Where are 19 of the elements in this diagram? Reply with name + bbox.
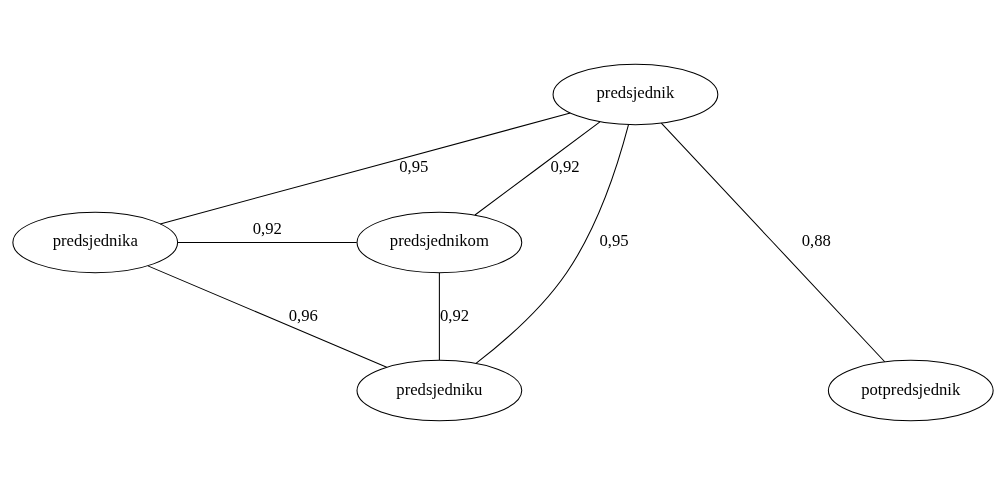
connector — [474, 120, 601, 215]
connector — [177, 241, 358, 243]
node-ellipse: predsjednik — [552, 63, 719, 125]
edge-label: 0,92 — [550, 156, 580, 176]
edge-label: 0,95 — [399, 156, 429, 176]
connector — [159, 112, 571, 224]
edge-label: 0,96 — [288, 305, 318, 325]
node-ellipse: predsjednikom — [356, 211, 523, 273]
connector — [660, 122, 886, 362]
edge-label: 0,92 — [439, 305, 470, 325]
edge-label: 0,88 — [801, 230, 831, 250]
edge-label: 0,92 — [252, 218, 282, 238]
connector — [475, 123, 630, 364]
node-ellipse: potpredsjednik — [827, 359, 994, 421]
node-ellipse: predsjedniku — [356, 359, 523, 421]
node-ellipse: predsjednika — [12, 211, 179, 273]
edge-label: 0,95 — [599, 230, 629, 250]
connector — [438, 272, 440, 361]
connector — [147, 264, 388, 368]
